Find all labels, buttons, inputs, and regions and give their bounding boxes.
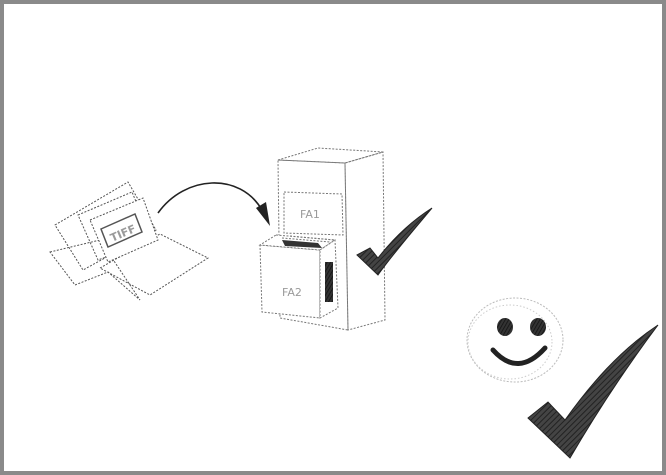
bottom-drawer-label: FA2	[282, 286, 302, 299]
checkmark-icon	[356, 207, 433, 276]
cabinet-drawer-contents	[282, 240, 333, 302]
arrow-icon	[157, 182, 270, 226]
top-drawer-label: FA1	[300, 208, 320, 221]
checkmark-icon	[527, 324, 659, 459]
smiley-face-icon	[466, 297, 564, 383]
folder-icon	[49, 181, 210, 301]
file-cabinet-icon	[258, 147, 386, 331]
